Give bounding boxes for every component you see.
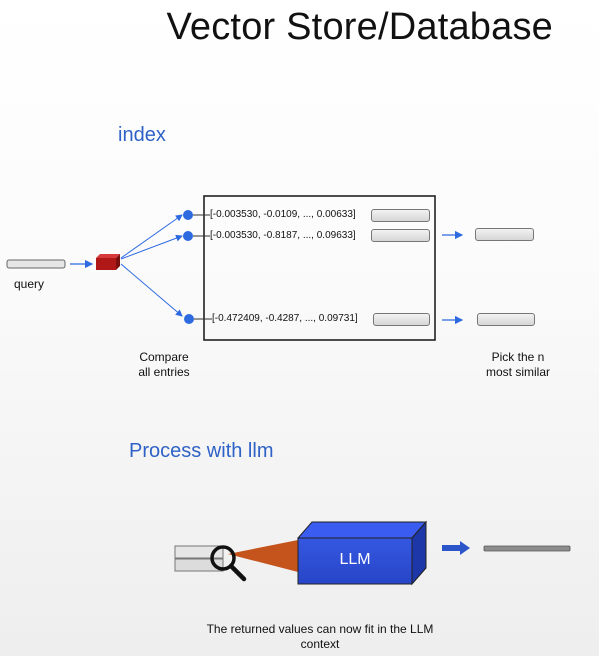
pick-label-line1: Pick the n xyxy=(491,350,545,364)
page-title: Vector Store/Database xyxy=(0,6,599,49)
magnifying-glass-icon xyxy=(210,545,247,582)
chunk-pill-2 xyxy=(371,229,430,242)
caption-line1: The returned values can now fit in the L… xyxy=(206,622,434,636)
chunk-pill-1 xyxy=(371,209,430,222)
red-cube-icon xyxy=(96,254,120,270)
vector-entry-2: [-0.003530, -0.8187, ..., 0.09633] xyxy=(210,230,356,241)
chunk-pill-3 xyxy=(373,313,430,326)
llm-label: LLM xyxy=(339,551,371,568)
query-input-bar xyxy=(6,259,66,269)
vector-entry-1: [-0.003530, -0.0109, ..., 0.00633] xyxy=(210,209,356,220)
query-label: query xyxy=(14,277,45,291)
index-heading: index xyxy=(118,124,166,146)
compare-label: Compare all entries xyxy=(124,350,204,380)
compare-arrow-3 xyxy=(120,263,183,317)
index-box xyxy=(203,195,436,341)
llm-box-icon xyxy=(296,520,428,586)
pick-label-line2: most similar xyxy=(485,365,550,379)
result-pill-2 xyxy=(477,313,535,326)
llm-output-bar xyxy=(483,545,571,552)
entry-dot-1 xyxy=(183,210,193,220)
process-heading: Process with llm xyxy=(129,440,274,462)
caption: The returned values can now fit in the L… xyxy=(170,622,470,652)
caption-line2: context xyxy=(300,637,340,651)
compare-label-line1: Compare xyxy=(139,350,189,364)
magnifier-cone xyxy=(228,540,298,572)
compare-arrow-2 xyxy=(120,234,183,260)
page-title-text: Vector Store/Database xyxy=(166,6,553,48)
compare-arrow-1 xyxy=(120,214,183,259)
compare-label-line2: all entries xyxy=(138,365,190,379)
entry-dot-2 xyxy=(183,231,193,241)
result-pill-1 xyxy=(475,228,534,241)
pick-label: Pick the n most similar xyxy=(472,350,564,380)
vector-entry-3: [-0.472409, -0.4287, ..., 0.09731] xyxy=(212,313,358,324)
output-arrow xyxy=(442,541,470,555)
entry-dot-3 xyxy=(184,314,194,324)
